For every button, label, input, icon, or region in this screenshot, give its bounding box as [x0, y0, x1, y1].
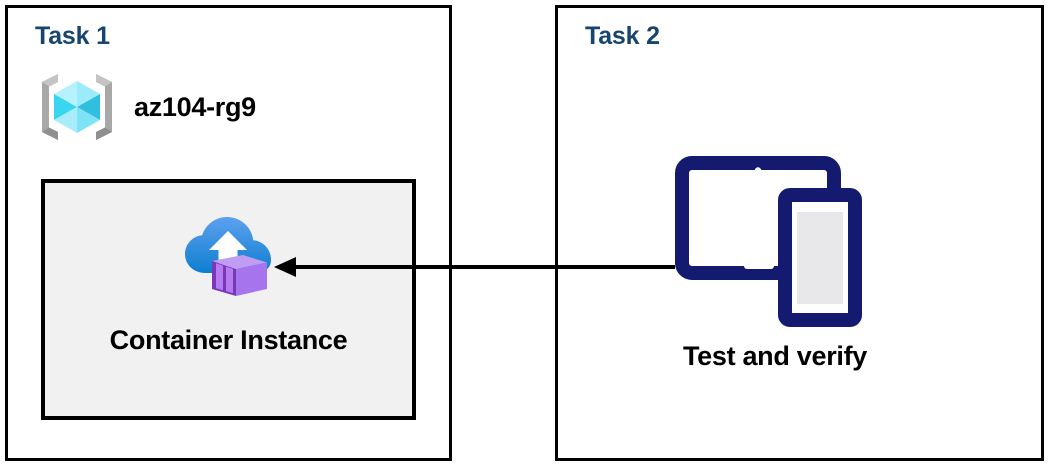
container-instance-label: Container Instance — [109, 325, 348, 355]
azure-resource-group-icon — [42, 74, 112, 140]
resource-group-row: az104-rg9 — [38, 70, 256, 144]
task-1-panel: Task 1 az104-rg9 — [5, 5, 452, 461]
resource-group-label: az104-rg9 — [134, 91, 256, 122]
test-and-verify-label: Test and verify — [682, 341, 868, 371]
azure-container-instance-icon — [184, 217, 271, 296]
arrow-task2-to-container-instance — [274, 257, 675, 277]
task-2-title: Task 2 — [585, 22, 660, 50]
test-and-verify-group: Test and verify — [660, 155, 890, 372]
container-instance-card: Container Instance — [41, 179, 416, 420]
task-1-title: Task 1 — [35, 22, 110, 50]
tablet-and-phone-icon — [675, 156, 862, 327]
